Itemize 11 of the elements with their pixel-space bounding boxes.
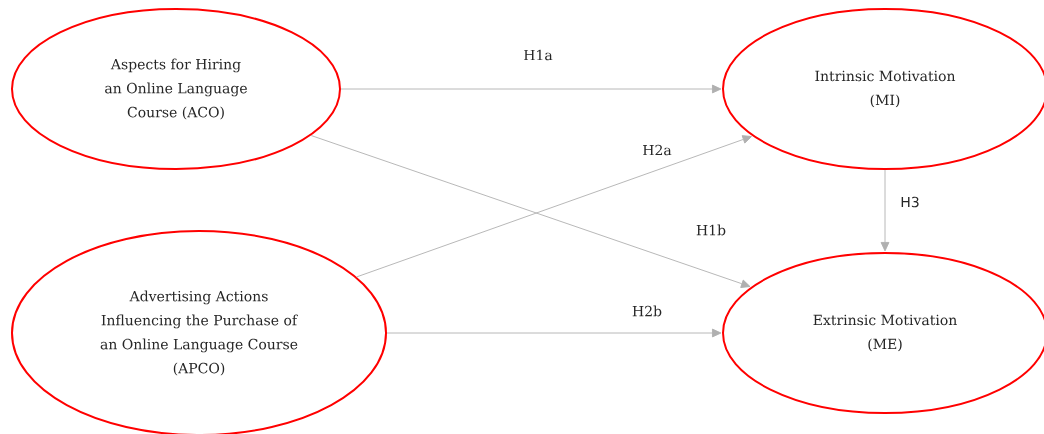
arrow	[310, 135, 751, 288]
edge-label: H1b	[694, 223, 728, 237]
arrow	[880, 169, 890, 252]
arrow	[356, 135, 752, 278]
edge-label: H2b	[630, 304, 664, 318]
edge-label: H3	[899, 195, 921, 209]
edge-label: H1a	[522, 48, 554, 62]
ellipse-node: Aspects for Hiring an Online Language Course (ACO)	[11, 8, 341, 170]
arrow	[340, 84, 722, 94]
arrow	[386, 328, 722, 338]
edge-label: H2a	[641, 143, 673, 157]
